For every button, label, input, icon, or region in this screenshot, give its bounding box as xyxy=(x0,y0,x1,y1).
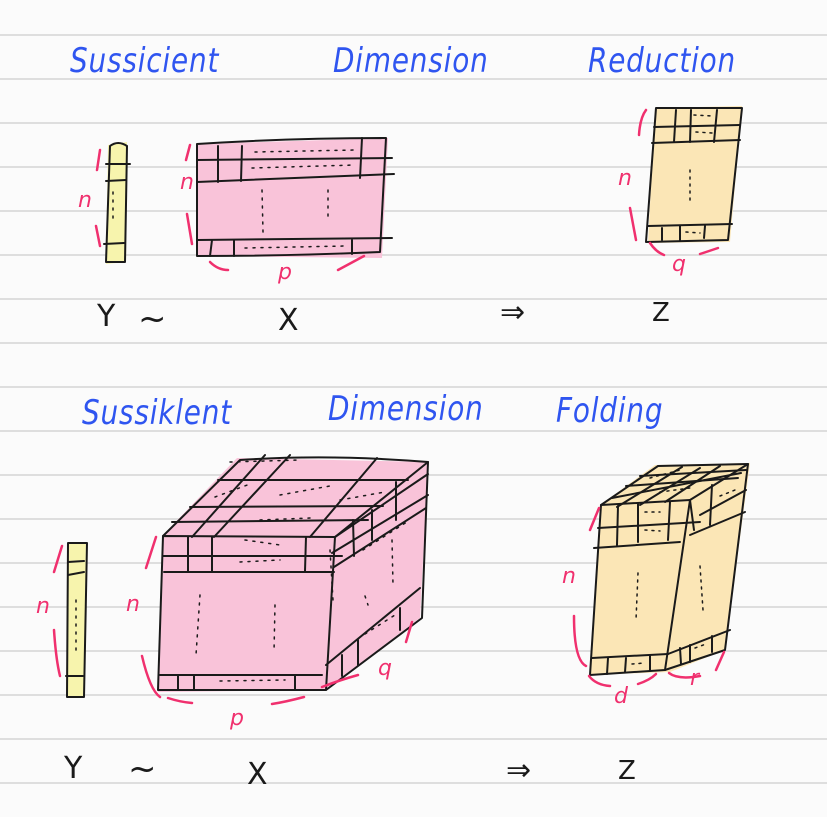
top-z-symbol: Z xyxy=(652,298,670,328)
dimension-braces xyxy=(52,108,726,706)
bottom-x-symbol: X xyxy=(247,757,268,792)
top-x-symbol: X xyxy=(278,303,299,338)
bottom-z-symbol: Z xyxy=(618,756,636,786)
bottom-y-dim-label: n xyxy=(36,594,50,619)
top-arrow-symbol: ⇒ xyxy=(500,295,526,330)
bottom-predictor-tensor xyxy=(157,454,429,692)
bottom-x-depth-label: q xyxy=(378,656,392,681)
rule-line xyxy=(0,694,827,696)
rule-line xyxy=(0,78,827,80)
bottom-title-word-2: Dimension xyxy=(328,389,484,429)
bottom-title-word-1: Sussiklent xyxy=(82,393,233,433)
rule-line xyxy=(0,738,827,740)
top-y-symbol: Y xyxy=(97,299,116,334)
top-z-col-label: q xyxy=(672,252,686,277)
top-z-row-label: n xyxy=(618,166,632,191)
bottom-x-col-label: p xyxy=(230,706,244,731)
rule-line xyxy=(0,166,827,168)
top-x-row-label: n xyxy=(180,170,194,195)
top-title-word-3: Reduction xyxy=(588,41,737,81)
top-relation-symbol: ~ xyxy=(138,299,167,339)
rule-line xyxy=(0,430,827,432)
rule-line xyxy=(0,298,827,300)
bottom-z-depth-label: r xyxy=(690,666,700,691)
top-reduced-matrix xyxy=(645,106,743,243)
bottom-y-symbol: Y xyxy=(64,751,83,786)
top-title-word-2: Dimension xyxy=(333,41,489,81)
bottom-response-vector xyxy=(65,542,88,698)
bottom-title-word-3: Folding xyxy=(556,391,664,431)
rule-line xyxy=(0,122,827,124)
top-title-word-1: Sussicient xyxy=(70,41,220,81)
rule-line xyxy=(0,386,827,388)
rule-line xyxy=(0,650,827,652)
bottom-z-row-label: n xyxy=(562,564,576,589)
top-predictor-matrix xyxy=(196,137,395,258)
rule-line xyxy=(0,342,827,344)
rule-line xyxy=(0,34,827,36)
bottom-x-row-label: n xyxy=(126,592,140,617)
bottom-z-col-label: d xyxy=(614,684,628,709)
top-y-dim-label: n xyxy=(78,188,92,213)
rule-line xyxy=(0,210,827,212)
bottom-arrow-symbol: ⇒ xyxy=(506,753,532,788)
rule-line xyxy=(0,254,827,256)
top-x-col-label: p xyxy=(278,260,292,285)
rule-line xyxy=(0,782,827,784)
bottom-relation-symbol: ~ xyxy=(128,749,157,789)
bottom-reduced-tensor xyxy=(589,463,750,676)
top-response-vector xyxy=(103,142,131,264)
